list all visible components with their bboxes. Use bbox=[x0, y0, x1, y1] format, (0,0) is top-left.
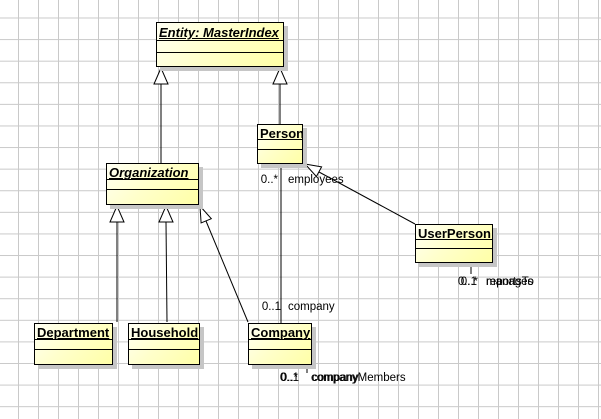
multiplicity-employees[interactable]: 0..* bbox=[260, 174, 278, 186]
class-box-person[interactable]: Person bbox=[257, 124, 303, 164]
attributes-compartment[interactable] bbox=[107, 180, 198, 190]
role-manages[interactable]: manages bbox=[486, 276, 534, 288]
class-title: Household bbox=[129, 325, 199, 340]
operations-compartment[interactable] bbox=[249, 350, 311, 364]
attributes-compartment[interactable] bbox=[416, 240, 492, 249]
generalization-userperson-person-line[interactable] bbox=[318, 171, 416, 225]
role-reportsto[interactable]: reportsTo bbox=[486, 276, 534, 288]
class-box-entity-masterindex[interactable]: Entity: MasterIndex bbox=[156, 22, 284, 67]
role-company[interactable]: company bbox=[288, 301, 335, 313]
class-title: Person bbox=[258, 126, 302, 140]
generalization-department-organization-arrowhead-icon[interactable] bbox=[109, 204, 125, 223]
attributes-compartment[interactable] bbox=[35, 340, 112, 350]
multiplicity-reportsto[interactable]: 0..* bbox=[460, 276, 478, 288]
multiplicity-company[interactable]: 0..1 bbox=[261, 301, 281, 313]
attributes-compartment[interactable] bbox=[129, 340, 199, 350]
role-employees[interactable]: employees bbox=[288, 174, 344, 186]
class-box-department[interactable]: Department bbox=[34, 323, 113, 365]
generalization-userperson-person-arrowhead-icon[interactable] bbox=[303, 163, 323, 178]
operations-compartment[interactable] bbox=[107, 190, 198, 204]
class-box-userperson[interactable]: UserPerson bbox=[415, 224, 493, 263]
attributes-compartment[interactable] bbox=[258, 140, 302, 150]
class-title: UserPerson bbox=[416, 226, 492, 240]
generalization-company-organization-line[interactable] bbox=[205, 220, 249, 323]
operations-compartment[interactable] bbox=[157, 53, 283, 66]
multiplicity-company-2[interactable]: 0..1 bbox=[279, 372, 299, 384]
class-title: Company bbox=[249, 325, 311, 340]
attributes-compartment[interactable] bbox=[249, 340, 311, 350]
multiplicity-companymembers[interactable]: 0..* bbox=[280, 372, 298, 384]
class-box-company[interactable]: Company bbox=[248, 323, 312, 365]
class-title: Organization bbox=[107, 164, 198, 180]
generalization-company-organization-arrowhead-icon[interactable] bbox=[199, 204, 213, 224]
operations-compartment[interactable] bbox=[35, 350, 112, 364]
operations-compartment[interactable] bbox=[129, 350, 199, 364]
generalization-organization-entity-arrowhead-icon[interactable] bbox=[153, 66, 169, 85]
class-title: Entity: MasterIndex bbox=[157, 23, 283, 41]
class-box-household[interactable]: Household bbox=[128, 323, 200, 365]
role-companymembers[interactable]: companyMembers bbox=[311, 372, 406, 384]
class-box-organization[interactable]: Organization bbox=[106, 163, 199, 205]
multiplicity-manages[interactable]: 0..1 bbox=[457, 276, 477, 288]
generalization-household-organization-line[interactable] bbox=[165, 221, 168, 323]
generalization-person-entity-arrowhead-icon[interactable] bbox=[272, 66, 288, 85]
attributes-compartment[interactable] bbox=[157, 41, 283, 53]
class-title: Department bbox=[35, 324, 112, 340]
operations-compartment[interactable] bbox=[416, 249, 492, 262]
operations-compartment[interactable] bbox=[258, 150, 302, 163]
role-company-2[interactable]: company bbox=[312, 372, 359, 384]
generalization-household-organization-arrowhead-icon[interactable] bbox=[158, 204, 174, 223]
